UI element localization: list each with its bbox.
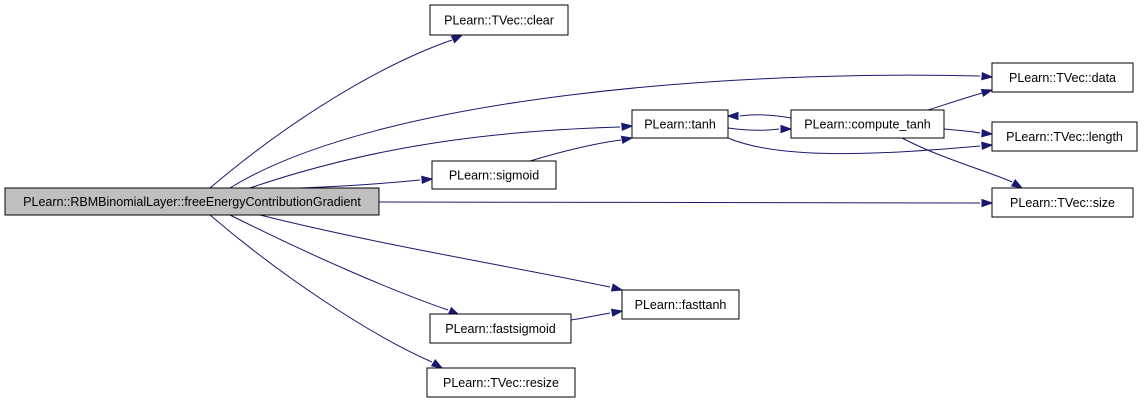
arrowhead <box>981 141 994 151</box>
node-box <box>991 121 1138 152</box>
edge-line <box>229 214 449 311</box>
arrowhead <box>981 71 994 81</box>
edge-line <box>943 128 981 134</box>
node-label: PLearn::RBMBinomialLayer::freeEnergyCont… <box>23 195 361 209</box>
arrowhead <box>726 111 739 121</box>
edges-layer <box>209 34 1024 369</box>
node-compute-tanh[interactable]: PLearn::compute_tanh <box>790 109 945 139</box>
node-root: PLearn::RBMBinomialLayer::freeEnergyCont… <box>4 187 380 216</box>
arrowhead <box>610 308 624 317</box>
edge-root-to-sigmoid <box>299 175 434 189</box>
node-box <box>621 289 740 320</box>
edge-sigmoid-to-tanh <box>529 135 634 162</box>
nodes-layer: PLearn::RBMBinomialLayer::freeEnergyCont… <box>4 4 1138 398</box>
edge-compute_tanh-to-data <box>927 88 994 111</box>
edge-tanh-to-length <box>727 137 994 155</box>
edge-line <box>570 312 611 321</box>
node-label: PLearn::fastsigmoid <box>445 322 556 336</box>
node-label: PLearn::TVec::clear <box>444 14 554 28</box>
edge-root-to-resize <box>209 214 444 369</box>
node-label: PLearn::TVec::length <box>1006 130 1123 144</box>
node-fastsigmoid[interactable]: PLearn::fastsigmoid <box>429 313 572 344</box>
edge-line <box>229 74 981 189</box>
node-label: PLearn::sigmoid <box>449 169 539 183</box>
node-box <box>991 187 1134 218</box>
node-fasttanh[interactable]: PLearn::fasttanh <box>621 289 740 320</box>
arrowhead <box>620 135 634 145</box>
node-label: PLearn::fasttanh <box>635 298 727 312</box>
node-clear[interactable]: PLearn::TVec::clear <box>429 4 569 36</box>
edge-fastsigmoid-to-fasttanh <box>570 308 624 321</box>
node-data[interactable]: PLearn::TVec::data <box>991 62 1134 93</box>
arrowhead <box>430 358 444 369</box>
edge-compute_tanh-to-tanh <box>726 111 792 121</box>
node-label: PLearn::TVec::resize <box>443 376 559 390</box>
arrowhead <box>621 122 634 132</box>
edge-root-to-data <box>229 71 994 189</box>
node-box <box>429 313 572 344</box>
node-label: PLearn::TVec::size <box>1010 196 1115 210</box>
node-label: PLearn::TVec::data <box>1009 71 1116 85</box>
edge-root-to-fastsigmoid <box>229 214 461 316</box>
node-box <box>790 109 945 139</box>
edge-line <box>901 137 1013 183</box>
edge-line <box>209 39 453 189</box>
node-box <box>431 160 557 190</box>
arrowhead <box>981 128 994 138</box>
edge-line <box>299 179 421 189</box>
arrowhead <box>450 34 464 44</box>
edge-compute_tanh-to-size <box>901 137 1024 189</box>
node-sigmoid[interactable]: PLearn::sigmoid <box>431 160 557 190</box>
edge-line <box>378 201 981 204</box>
node-label: PLearn::tanh <box>644 118 716 132</box>
node-box <box>429 4 569 36</box>
edge-compute_tanh-to-length <box>943 128 994 138</box>
arrowhead <box>780 124 793 134</box>
arrowhead <box>981 198 994 208</box>
node-resize[interactable]: PLearn::TVec::resize <box>426 367 576 398</box>
edge-line <box>727 127 780 131</box>
arrowhead <box>610 283 624 292</box>
edge-root-to-tanh <box>249 122 634 189</box>
node-box <box>631 109 729 139</box>
edge-line <box>739 114 792 119</box>
node-tanh[interactable]: PLearn::tanh <box>631 109 729 139</box>
node-box <box>4 187 380 216</box>
edge-line <box>529 139 622 162</box>
arrowhead <box>980 88 994 98</box>
edge-line <box>927 92 983 111</box>
edge-line <box>249 126 621 189</box>
edge-root-to-fasttanh <box>259 214 624 292</box>
node-size[interactable]: PLearn::TVec::size <box>991 187 1134 218</box>
node-box <box>991 62 1134 93</box>
edge-root-to-clear <box>209 34 464 189</box>
arrowhead <box>1010 178 1024 189</box>
edge-line <box>727 137 981 155</box>
node-label: PLearn::compute_tanh <box>804 118 931 132</box>
edge-tanh-to-compute_tanh <box>727 124 793 134</box>
edge-line <box>209 214 433 363</box>
arrowhead <box>421 175 434 185</box>
edge-root-to-size <box>378 198 994 208</box>
node-box <box>426 367 576 398</box>
node-length[interactable]: PLearn::TVec::length <box>991 121 1138 152</box>
edge-line <box>259 214 611 288</box>
